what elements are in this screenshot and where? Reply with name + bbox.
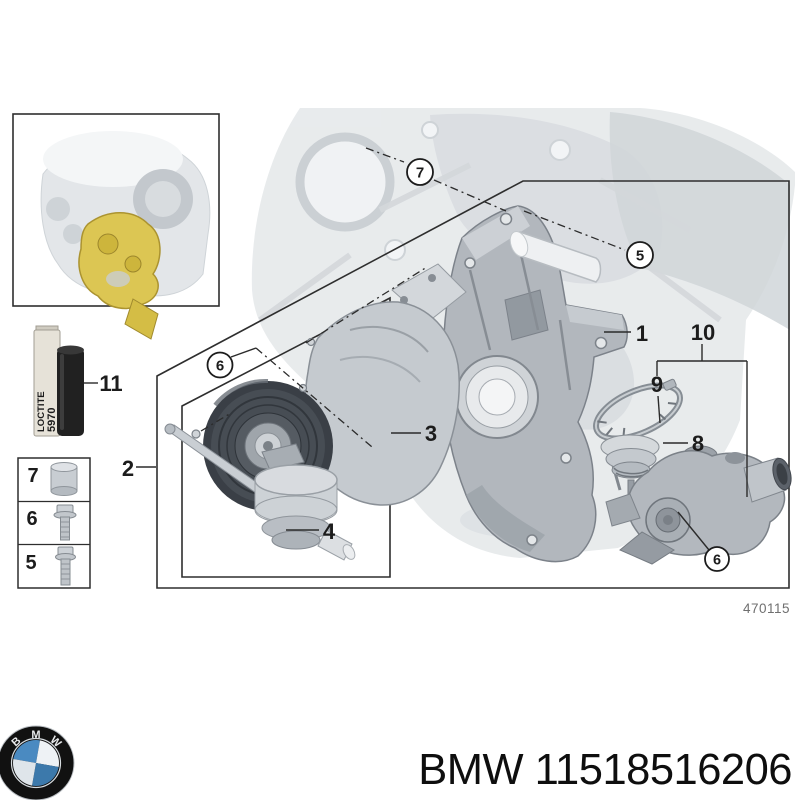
callout-4: 4 xyxy=(323,519,336,544)
callout-circled-5-label: 5 xyxy=(636,248,644,265)
thermostat-part xyxy=(600,434,660,499)
highlighted-pump-area xyxy=(78,212,161,310)
legend-box: 7 6 5 xyxy=(17,457,91,589)
cylinder-bore xyxy=(295,132,395,232)
tube-cap-highlight xyxy=(60,354,64,430)
logo-quadrants xyxy=(13,740,59,786)
actuator-part xyxy=(164,423,356,561)
bracket-bolt-holes xyxy=(464,212,608,546)
legend-label-5: 5 xyxy=(25,552,36,574)
long-bolt-icon xyxy=(55,546,76,586)
callout-circled-7: 7 xyxy=(406,158,434,186)
gasket-ring-part xyxy=(593,378,683,442)
bmw-logo: B M W xyxy=(0,725,75,800)
leader-5 xyxy=(523,210,626,251)
leader-6a-up xyxy=(305,266,428,344)
loctite-tube: LOCTITE 5970 xyxy=(33,325,84,437)
callout-1: 1 xyxy=(636,321,648,346)
callout-circled-6b: 6 xyxy=(704,546,730,572)
callout-circled-7-label: 7 xyxy=(416,165,424,182)
logo-letter-m: M xyxy=(31,729,40,741)
group-box-3 xyxy=(181,296,391,578)
leader-6a-down xyxy=(255,347,373,448)
leader-6a-left xyxy=(200,412,232,432)
sleeve-icon xyxy=(50,462,78,496)
thermostat-housing-part xyxy=(605,445,792,565)
circled-callouts: 7 5 6 6 xyxy=(206,158,730,572)
callout-11: 11 xyxy=(99,371,122,396)
leader-6a xyxy=(230,347,257,358)
callout-circled-6a: 6 xyxy=(206,351,234,379)
group-box-2 xyxy=(156,180,790,589)
callout-10: 10 xyxy=(691,320,715,345)
legend-row-6: 6 xyxy=(26,504,77,541)
logo-inner-rim xyxy=(10,737,62,789)
bolt-icon xyxy=(53,504,77,541)
leader-7a xyxy=(365,147,405,163)
bracket-part xyxy=(442,205,628,563)
legend-row-5: 5 xyxy=(25,546,76,586)
engine-ribs xyxy=(258,162,722,323)
drawing-number: 470115 xyxy=(743,601,790,616)
leader-7b xyxy=(433,179,507,212)
inset-box xyxy=(12,113,220,340)
callout-circled-6a-label: 6 xyxy=(216,358,224,375)
plain-callouts: 1 2 3 4 8 9 10 11 xyxy=(99,320,715,544)
callout-9: 9 xyxy=(651,372,663,397)
callout-circled-5: 5 xyxy=(626,241,654,269)
engine-corner xyxy=(609,112,790,330)
tube-cap-top xyxy=(57,345,84,355)
water-pump-part xyxy=(191,263,467,511)
legend-label-6: 6 xyxy=(26,508,37,530)
leader-9 xyxy=(657,395,661,424)
callout-3: 3 xyxy=(425,421,437,446)
part-number-text: BMW 11518516206 xyxy=(418,746,792,794)
coolant-pipe xyxy=(509,230,602,283)
inset-engine-thumbnail xyxy=(40,131,211,340)
leader-6b xyxy=(677,511,710,551)
legend-label-7: 7 xyxy=(27,465,38,487)
legend-row-7: 7 xyxy=(27,462,78,496)
leader-lines xyxy=(84,147,748,551)
bracket-10-lines xyxy=(656,344,748,497)
tube-number-text: 5970 xyxy=(46,408,58,432)
callout-2: 2 xyxy=(122,456,134,481)
tube-brand-text: LOCTITE xyxy=(36,391,47,432)
callout-8: 8 xyxy=(692,431,704,456)
callout-circled-6b-label: 6 xyxy=(713,553,721,569)
